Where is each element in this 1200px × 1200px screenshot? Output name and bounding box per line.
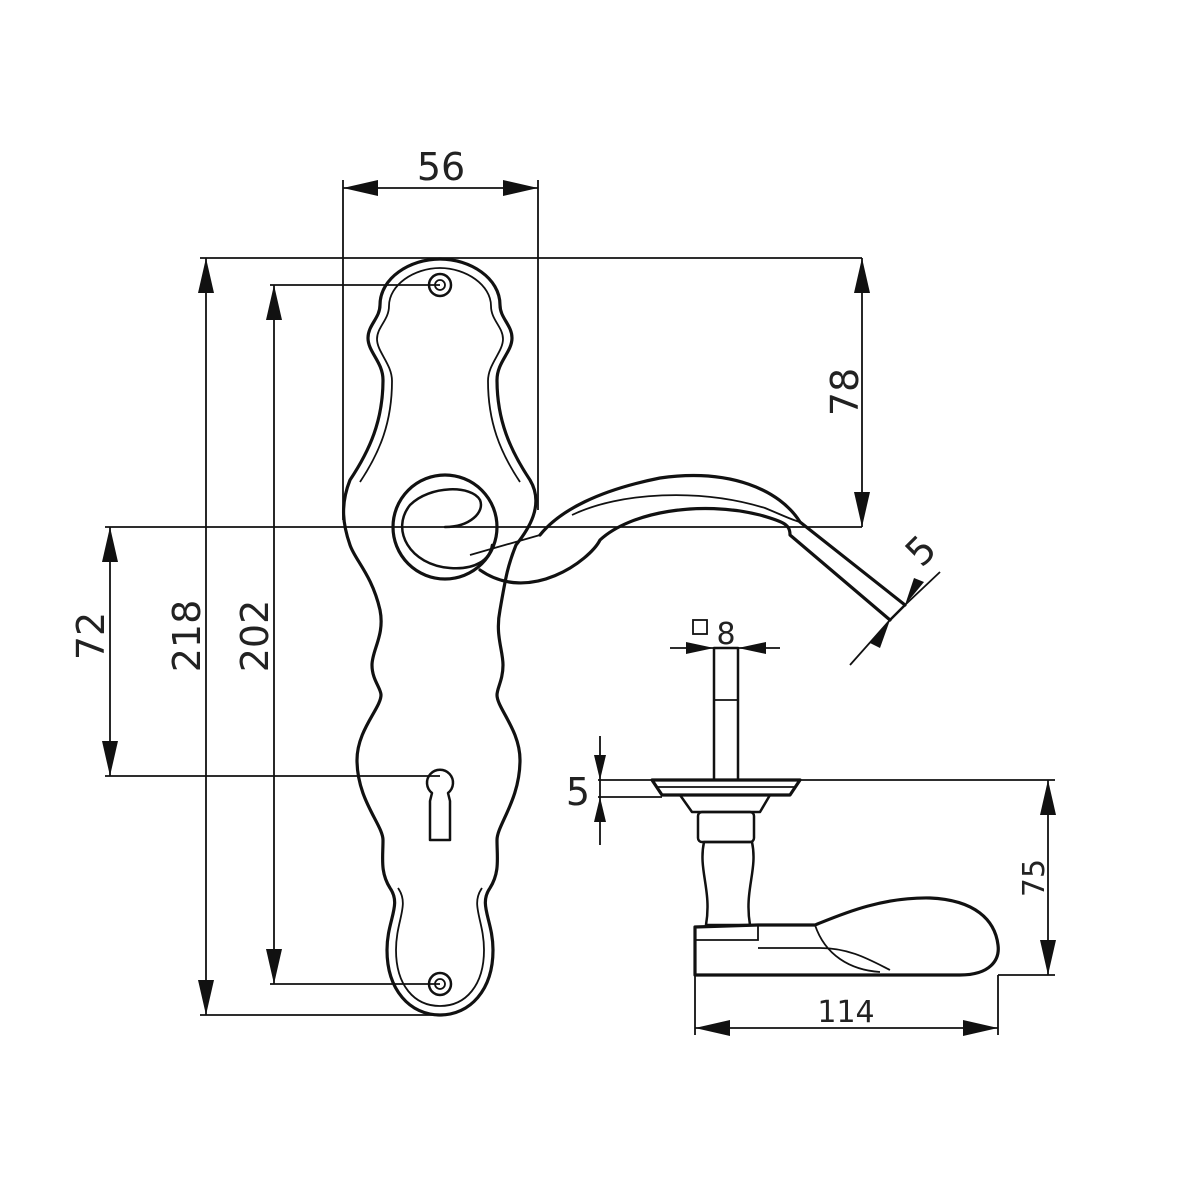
backplate-front-view: [341, 257, 538, 1017]
spindle: [712, 646, 740, 782]
lever-handle-detail: [695, 925, 891, 971]
dim-hole-distance: 202: [233, 600, 277, 673]
dimension-labels: 56 218 202 72 78 5 8 5 75 114: [69, 145, 1052, 1030]
lever-neck-side: [701, 840, 755, 927]
dim-lever-length: 114: [817, 995, 874, 1030]
lever-arm-lower: [478, 506, 892, 622]
dim-rose-thickness: 5: [566, 770, 590, 814]
dim-plate-width: 56: [417, 145, 465, 189]
rose-collar: [678, 793, 772, 814]
dim-lever-height: 78: [823, 368, 867, 416]
dimension-lines-side: [594, 619, 1056, 1036]
lever-arm-upper: [538, 473, 907, 607]
dim-lever-thickness: 5: [897, 527, 945, 575]
lever-arm-ridge: [571, 494, 801, 523]
square-symbol: [692, 619, 708, 635]
dim-spindle-keyhole: 72: [69, 612, 113, 660]
backplate-outline: [341, 257, 538, 1017]
lever-handle-side: [693, 896, 1000, 977]
lever-neck: [469, 534, 541, 556]
lever-side-view: [650, 646, 1000, 977]
keyhole: [425, 768, 455, 842]
dim-plate-height: 218: [165, 600, 209, 673]
dimension-lines-front: [102, 180, 941, 1016]
lever-front-view: [391, 473, 907, 622]
lever-scroll-curl: [400, 488, 494, 570]
dim-spindle-square: 8: [716, 617, 735, 652]
neck-ring: [696, 810, 756, 844]
dim-lever-projection: 75: [1017, 859, 1052, 897]
lever-tip: [888, 603, 907, 622]
rose-flange: [650, 778, 802, 797]
backplate-inner-edge: [359, 267, 521, 1007]
